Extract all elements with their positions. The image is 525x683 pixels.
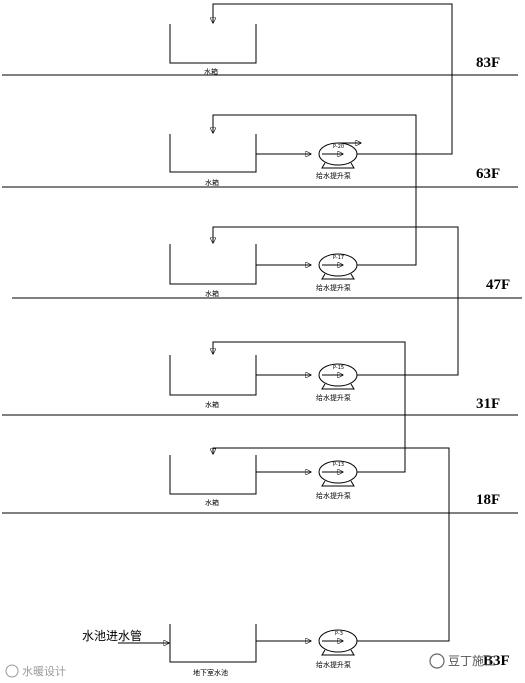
water-tank-31f (169, 355, 257, 396)
pump-p20 (318, 143, 361, 169)
pump-tag-p20: P-20 (333, 144, 344, 150)
floor-label-31f: 31F (476, 396, 500, 412)
floor-label-18f: 18F (476, 492, 500, 508)
pump-tag-p17: P-17 (333, 255, 344, 261)
pump-label-63f: 给水提升泵 (316, 171, 351, 180)
tank-label-83f: 水箱 (204, 67, 218, 76)
watermark-left: 水暖设计 (5, 664, 66, 678)
svg-text:豆丁施工: 豆丁施工 (448, 654, 496, 668)
tank-label-63f: 水箱 (205, 178, 219, 187)
pump-label-basement: 给水提升泵 (316, 660, 351, 669)
tank-label-31f: 水箱 (205, 400, 219, 409)
water-tank-18f (169, 455, 257, 495)
tank-label-47f: 水箱 (205, 289, 219, 298)
basement-pool-label: 地下室水池 (193, 668, 228, 677)
svg-text:水暖设计: 水暖设计 (22, 665, 66, 678)
floor-label-b3f: B3F (483, 653, 510, 669)
floor-label-63f: 63F (476, 166, 500, 182)
pump-p15 (318, 363, 358, 390)
floor-label-83f: 83F (476, 55, 500, 71)
riser-pipe-18f-to-31f (213, 341, 406, 473)
riser-pipe-31f-to-47f (213, 226, 459, 376)
basement-pool (169, 624, 257, 663)
pump-p17 (318, 253, 358, 280)
watermark-right: 豆丁施工 (429, 653, 496, 669)
riser-pipe-63f-to-83f (213, 3, 453, 155)
pool-inlet-label: 水池进水管 (82, 628, 142, 643)
water-tank-47f (169, 244, 257, 285)
floor-label-47f: 47F (486, 277, 510, 293)
pump-label-31f: 给水提升泵 (316, 393, 351, 402)
pump-tag-p13: P-13 (333, 462, 344, 468)
pump-p13 (318, 460, 358, 487)
pump-label-47f: 给水提升泵 (316, 283, 351, 292)
tank-label-18f: 水箱 (205, 498, 219, 507)
riser-pipe-basement-to-18f (213, 447, 450, 642)
riser-pipe-47f-to-63f (213, 114, 417, 266)
pump-label-18f: 给水提升泵 (316, 491, 351, 500)
water-tank-83f (169, 24, 257, 64)
pump-tag-p3: P-3 (335, 631, 343, 637)
pump-p3 (318, 629, 358, 656)
pump-tag-p15: P-15 (333, 365, 344, 371)
water-tank-63f (169, 134, 257, 173)
